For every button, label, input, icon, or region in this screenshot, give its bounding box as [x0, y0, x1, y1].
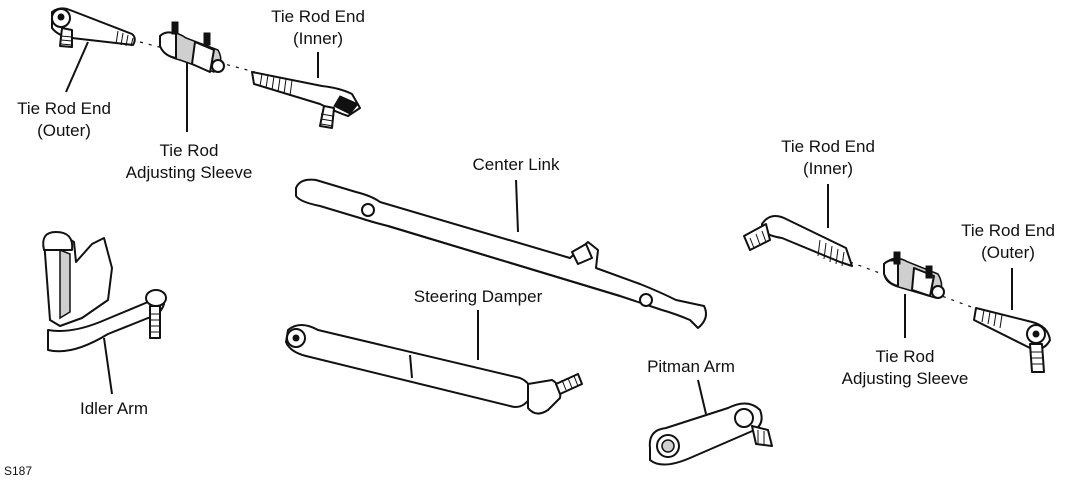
figure-code: S187 [4, 464, 44, 478]
leader-pitman-arm [697, 379, 707, 415]
label-tie-rod-end-inner-right-line2: (Inner) [802, 159, 854, 178]
right-assembly-axis [849, 261, 986, 313]
label-idler-arm-text: Idler Arm [79, 399, 149, 418]
label-steering-damper: Steering Damper [398, 286, 558, 308]
label-adjusting-sleeve-right-line2: Adjusting Sleeve [841, 369, 969, 388]
figure-code-text: S187 [4, 464, 33, 478]
label-tie-rod-end-outer-right-line1: Tie Rod End [961, 221, 1055, 240]
label-tie-rod-end-inner-right: Tie Rod End (Inner) [768, 136, 888, 180]
center-link-part [295, 178, 707, 329]
label-adjusting-sleeve-right: Tie Rod Adjusting Sleeve [828, 346, 982, 390]
label-tie-rod-end-outer-left: Tie Rod End (Outer) [4, 98, 124, 142]
label-steering-damper-text: Steering Damper [413, 287, 543, 306]
label-tie-rod-end-outer-left-line1: Tie Rod End [17, 99, 111, 118]
label-pitman-arm: Pitman Arm [636, 356, 746, 378]
adjusting-sleeve-left-part [159, 21, 225, 73]
label-adjusting-sleeve-left-line2: Adjusting Sleeve [125, 163, 253, 182]
idler-arm-part [42, 231, 167, 353]
top-assembly-axis [139, 41, 256, 73]
tie-rod-end-outer-left-part [51, 7, 136, 48]
leader-center-link [515, 179, 519, 233]
label-center-link-text: Center Link [472, 155, 560, 174]
label-tie-rod-end-outer-right: Tie Rod End (Outer) [948, 220, 1068, 264]
leader-idler-arm [103, 337, 113, 395]
leader-tie-rod-end-outer-left [65, 41, 89, 93]
label-pitman-arm-text: Pitman Arm [647, 357, 735, 376]
label-tie-rod-end-inner-right-line1: Tie Rod End [781, 137, 875, 156]
label-adjusting-sleeve-left-line1: Tie Rod [159, 141, 219, 160]
label-idler-arm: Idler Arm [64, 398, 164, 420]
label-adjusting-sleeve-left: Tie Rod Adjusting Sleeve [112, 140, 266, 184]
steering-damper-part [285, 324, 583, 415]
label-tie-rod-end-outer-right-line2: (Outer) [981, 243, 1035, 262]
tie-rod-end-outer-right-part [973, 307, 1051, 373]
pitman-arm-part [648, 402, 773, 466]
tie-rod-end-inner-right-part [743, 215, 853, 267]
adjusting-sleeve-right-part [883, 251, 945, 299]
label-tie-rod-end-inner-top: Tie Rod End (Inner) [258, 6, 378, 50]
label-tie-rod-end-outer-left-line2: (Outer) [37, 121, 91, 140]
label-tie-rod-end-inner-top-line2: (Inner) [292, 29, 344, 48]
label-adjusting-sleeve-right-line1: Tie Rod [875, 347, 935, 366]
label-center-link: Center Link [456, 154, 576, 176]
label-tie-rod-end-inner-top-line1: Tie Rod End [271, 7, 365, 26]
tie-rod-end-inner-top-part [251, 71, 361, 129]
